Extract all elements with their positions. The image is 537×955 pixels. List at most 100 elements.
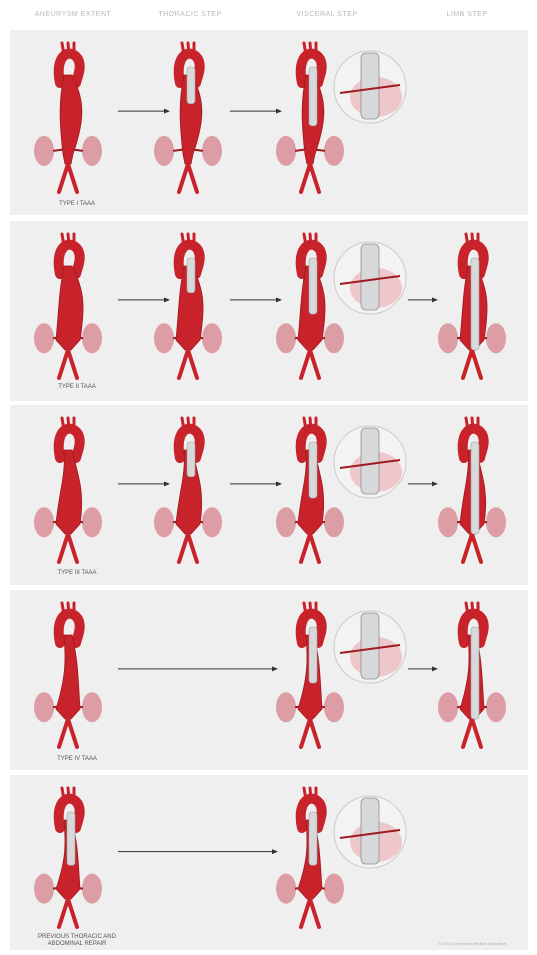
left-kidney-icon	[276, 874, 296, 904]
right-kidney-icon	[82, 692, 102, 722]
panel-label: TYPE III TAAA	[22, 570, 132, 577]
panel-art	[10, 221, 528, 401]
arch-branch	[68, 603, 69, 615]
header-visceral-step: VISCERAL STEP	[272, 11, 382, 18]
right-kidney-icon	[82, 136, 102, 166]
arch-branch	[466, 418, 468, 430]
arch-branch	[304, 234, 306, 246]
aorta-figure	[34, 603, 102, 747]
detail-magnifier	[334, 242, 406, 314]
flow-arrow	[118, 849, 278, 854]
panel-art	[10, 775, 528, 950]
flow-arrow	[408, 481, 438, 486]
arrow-head-icon	[432, 666, 438, 671]
panel-label: PREVIOUS THORACIC AND ABDOMINAL REPAIR	[22, 934, 132, 948]
flow-arrow	[118, 481, 170, 486]
arrow-head-icon	[276, 297, 282, 302]
arch-branch	[62, 234, 64, 246]
arch-branch	[62, 418, 64, 430]
arch-branch	[182, 234, 184, 246]
aorta-figure	[34, 418, 102, 562]
right-kidney-icon	[82, 507, 102, 537]
flow-arrow	[408, 666, 438, 671]
arch-branch	[68, 234, 69, 246]
arch-branch	[68, 43, 69, 55]
stent-graft	[309, 627, 317, 683]
flow-arrow	[408, 297, 438, 302]
panel-label: TYPE I TAAA	[22, 201, 132, 208]
panel-art	[10, 405, 528, 585]
arch-branch	[182, 43, 184, 55]
arch-branch	[188, 418, 189, 430]
flow-arrow	[230, 481, 282, 486]
iliac-arteries	[59, 534, 77, 562]
right-kidney-icon	[82, 323, 102, 353]
right-kidney-icon	[202, 507, 222, 537]
left-kidney-icon	[276, 507, 296, 537]
arrow-head-icon	[164, 109, 170, 114]
arch-branch	[466, 234, 468, 246]
stent-graft	[471, 258, 479, 350]
arch-branch	[304, 43, 306, 55]
stent-graft	[309, 258, 317, 314]
right-kidney-icon	[486, 692, 506, 722]
arch-branch	[310, 603, 311, 615]
left-kidney-icon	[34, 323, 54, 353]
panel-art	[10, 30, 528, 215]
iliac-arteries	[301, 164, 319, 192]
arch-branch	[310, 234, 311, 246]
arrow-head-icon	[164, 297, 170, 302]
iliac-arteries	[59, 164, 77, 192]
aorta-figure	[154, 43, 222, 192]
arch-branch	[310, 788, 311, 800]
arch-branch	[62, 43, 64, 55]
iliac-arteries	[59, 899, 77, 927]
right-kidney-icon	[202, 136, 222, 166]
header-limb-step: LIMB STEP	[412, 11, 522, 18]
stent-graft	[309, 67, 317, 126]
stent-graft	[187, 442, 195, 477]
arrow-head-icon	[432, 297, 438, 302]
iliac-arteries	[59, 719, 77, 747]
aorta-figure	[276, 418, 344, 562]
right-kidney-icon	[324, 692, 344, 722]
arch-branch	[62, 788, 64, 800]
arch-branch	[188, 234, 189, 246]
arrow-head-icon	[272, 666, 278, 671]
arch-branch	[304, 418, 306, 430]
left-kidney-icon	[276, 692, 296, 722]
stent-graft	[471, 627, 479, 719]
arch-branch	[304, 603, 306, 615]
aorta-figure	[154, 234, 222, 378]
aorta-figure	[34, 43, 102, 192]
arch-branch	[472, 234, 473, 246]
left-kidney-icon	[34, 692, 54, 722]
stent-graft	[67, 812, 75, 865]
left-kidney-icon	[438, 323, 458, 353]
iliac-arteries	[463, 534, 481, 562]
header-aneurysm-extent: ANEURYSM EXTENT	[18, 11, 128, 18]
iliac-arteries	[59, 350, 77, 378]
left-kidney-icon	[34, 874, 54, 904]
magnified-graft	[361, 613, 379, 679]
arrow-head-icon	[432, 481, 438, 486]
arch-branch	[68, 418, 69, 430]
left-kidney-icon	[34, 507, 54, 537]
arrow-head-icon	[164, 481, 170, 486]
aorta-figure	[438, 418, 506, 562]
aorta-figure	[34, 788, 102, 927]
aorta-figure	[438, 234, 506, 378]
left-kidney-icon	[438, 692, 458, 722]
magnified-graft	[361, 244, 379, 310]
left-kidney-icon	[154, 136, 174, 166]
aorta-figure	[34, 234, 102, 378]
detail-magnifier	[334, 51, 406, 123]
magnified-graft	[361, 798, 379, 864]
left-kidney-icon	[34, 136, 54, 166]
arch-branch	[188, 43, 189, 55]
arch-branch	[68, 788, 69, 800]
panel-label: TYPE IV TAAA	[22, 756, 132, 763]
arch-branch	[472, 418, 473, 430]
right-kidney-icon	[202, 323, 222, 353]
